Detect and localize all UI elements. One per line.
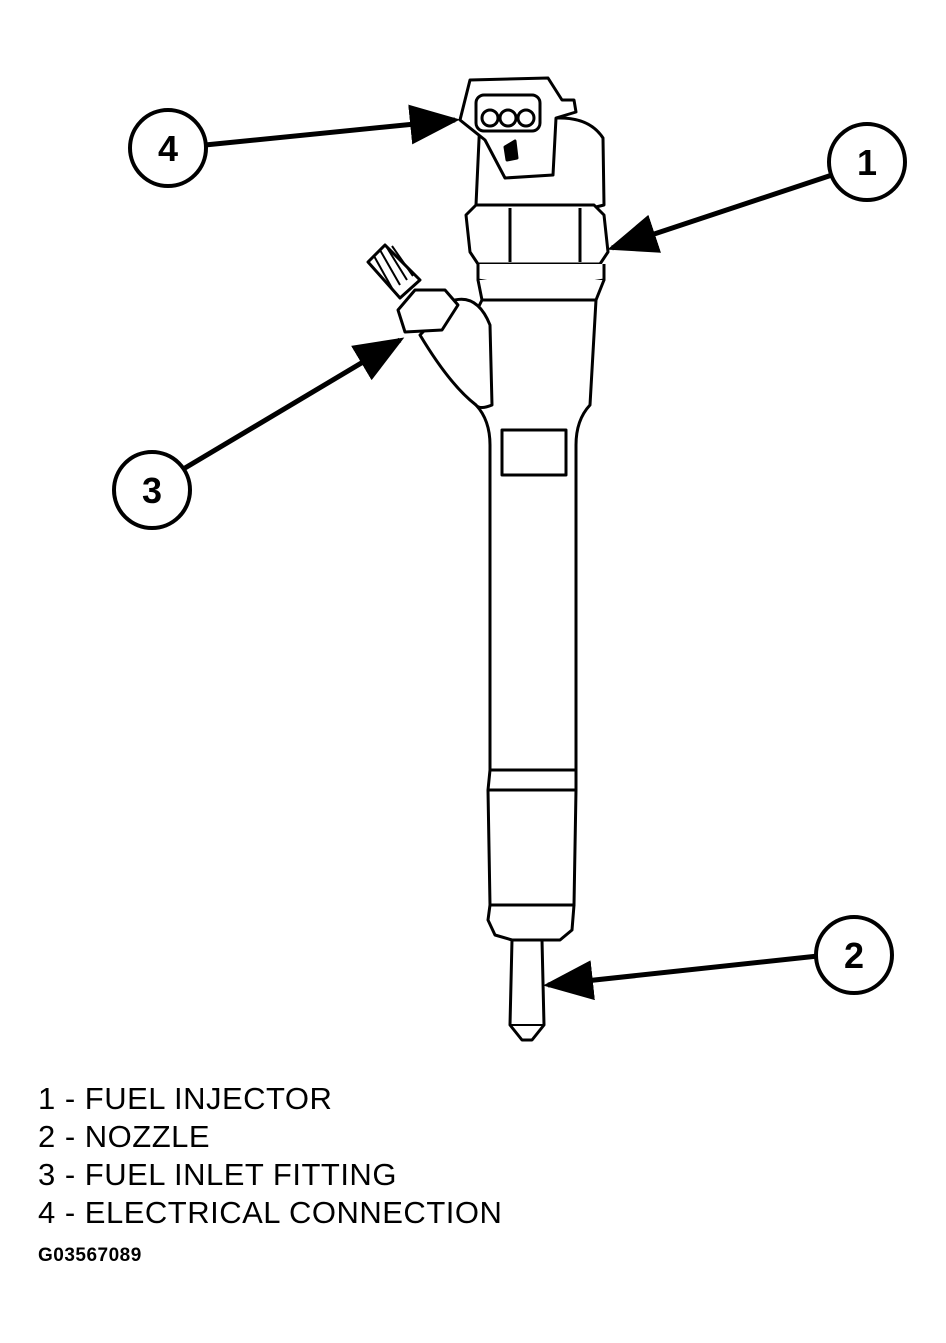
figure-code: G03567089 [38,1245,142,1266]
legend-item: 4 - ELECTRICAL CONNECTION [38,1195,503,1230]
legend-item: 2 - NOZZLE [38,1119,211,1154]
injector-body [474,298,598,772]
nozzle-nut [486,903,576,942]
inlet-hex [396,288,460,334]
connector-pin [498,108,518,128]
callout-3: 3 [112,337,405,530]
connector-latch [503,139,519,162]
legend-item: 1 - FUEL INJECTOR [38,1081,333,1116]
connector-pin [480,108,500,128]
callout-number: 1 [857,142,877,183]
callout-number: 4 [158,128,178,169]
inlet-thread [366,243,422,300]
legend: 1 - FUEL INJECTOR 2 - NOZZLE 3 - FUEL IN… [38,1080,502,1232]
callout-number: 3 [142,470,162,511]
connector-pin [516,108,536,128]
callout-2: 2 [543,915,894,1001]
body-flat [500,428,568,477]
callout-number: 2 [844,935,864,976]
legend-item: 3 - FUEL INLET FITTING [38,1157,397,1192]
callout-4: 4 [128,104,460,188]
fuel-injector-drawing [366,76,610,1042]
upper-collar [464,203,610,266]
callout-1: 1 [607,122,907,253]
